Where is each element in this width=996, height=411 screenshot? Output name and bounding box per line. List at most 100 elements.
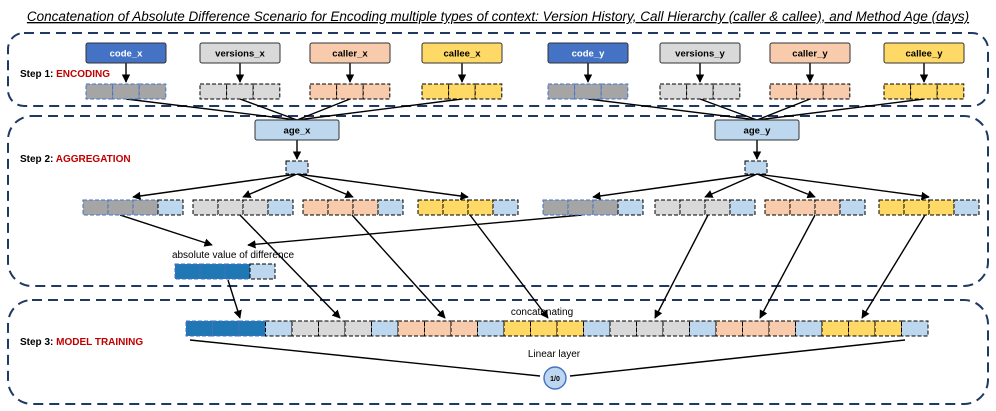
input-code_x-box [85,42,167,64]
agg-arrow-1 [242,173,298,198]
vector-cell [715,320,743,337]
vector-cell [530,320,558,337]
input-callee_x-text: callee_x [444,49,482,60]
vector-cell [839,199,866,216]
input-versions_x-text: versions_x [215,49,265,60]
vector-cell [795,320,823,337]
input-versions_x: versions_x [199,42,281,64]
step1-frame [7,32,989,107]
step2-label: Step 2: AGGREGATION [20,154,131,165]
encoded-vector-caller_y [769,83,851,100]
to-age-x-line [296,98,351,121]
vector-cell [174,263,201,280]
vector-cell [397,320,425,337]
input-caller_x-box [309,42,391,64]
vector-cell [712,83,741,100]
vector-cell [547,83,576,100]
vector-cell [574,83,602,100]
vector-cell [107,199,134,216]
vector-cell [199,83,228,100]
connection-lines [119,63,930,377]
vector-cell [192,199,219,216]
vector-cell [814,199,841,216]
encoded-vector-code_x [85,83,167,100]
vector-cell [371,320,399,337]
input-caller_x-text: caller_x [332,49,368,60]
vector-cell [583,320,611,337]
abs-diff-arrow-x [119,214,213,247]
encoded-vector-versions_x [199,83,281,100]
vector-cell [421,83,450,100]
vector-cell [796,83,824,100]
vector-cell [503,320,531,337]
vector-cell [592,199,619,216]
concatenated-vector [185,320,929,337]
vector-cell [609,320,637,337]
vector-cell [679,199,706,216]
vector-cell [417,199,444,216]
to-age-y-line [699,98,758,121]
concat-arrow-caller-y [759,214,816,319]
age-x-node-box [254,119,340,141]
input-code_x-text: code_x [110,49,143,60]
vector-cell [901,320,929,337]
vector-cell [157,199,184,216]
concat-arrow-versions-x [239,214,341,319]
vector-cell [689,320,717,337]
vector-cell [327,199,354,216]
input-versions_x-box [199,42,281,64]
step2-frame [7,115,989,287]
encoded-vector-versions_y [659,83,741,100]
agg-arrow-7 [756,173,930,201]
vector-cell [377,199,404,216]
age-x-cell [285,160,309,175]
agg-arrow-3 [296,173,469,201]
vector-cell [442,199,469,216]
vector-cell [238,320,266,337]
aggregated-vector-0 [82,199,184,216]
vector-cell [82,199,109,216]
vector-cell [769,83,798,100]
vector-cell [336,83,364,100]
age-y-cell [744,160,768,175]
vector-cell [883,83,912,100]
linear-layer-label: Linear layer [528,349,581,360]
vector-cell [567,199,594,216]
aggregated-vector-4 [542,199,644,216]
agg-arrow-4 [592,173,758,201]
vector-cell [265,320,293,337]
vector-cell [448,83,476,100]
aggregated-vector-5 [654,199,756,216]
input-caller_x: caller_x [309,42,391,64]
aggregated-vector-6 [764,199,866,216]
input-code_y: code_y [547,42,629,64]
vector-cell [424,320,452,337]
concat-label: concatenating [511,307,573,318]
abs-diff-label: absolute value of difference [172,250,295,261]
vector-cell [199,263,226,280]
vector-cell [928,199,955,216]
vector-cell [212,320,240,337]
linear-line-right [569,339,906,377]
input-caller_y-box [769,42,851,64]
aggregated-vector-7 [878,199,980,216]
vector-cell [953,199,980,216]
vector-cell [768,320,796,337]
concat-arrow-versions-y [654,214,709,319]
abs-diff-vector [174,263,276,280]
vector-cell [822,83,851,100]
vector-cell [224,263,251,280]
vector-cell [467,199,494,216]
vector-cell [729,199,756,216]
agg-arrow-5 [704,173,758,198]
vector-cell [617,199,644,216]
vector-cell [242,199,269,216]
encoded-vector-callee_y [883,83,965,100]
vector-cell [226,83,254,100]
aggregated-vector-2 [302,199,404,216]
concat-arrow-callee-x [469,214,549,319]
vector-cell [185,320,213,337]
vector-cell [936,83,965,100]
